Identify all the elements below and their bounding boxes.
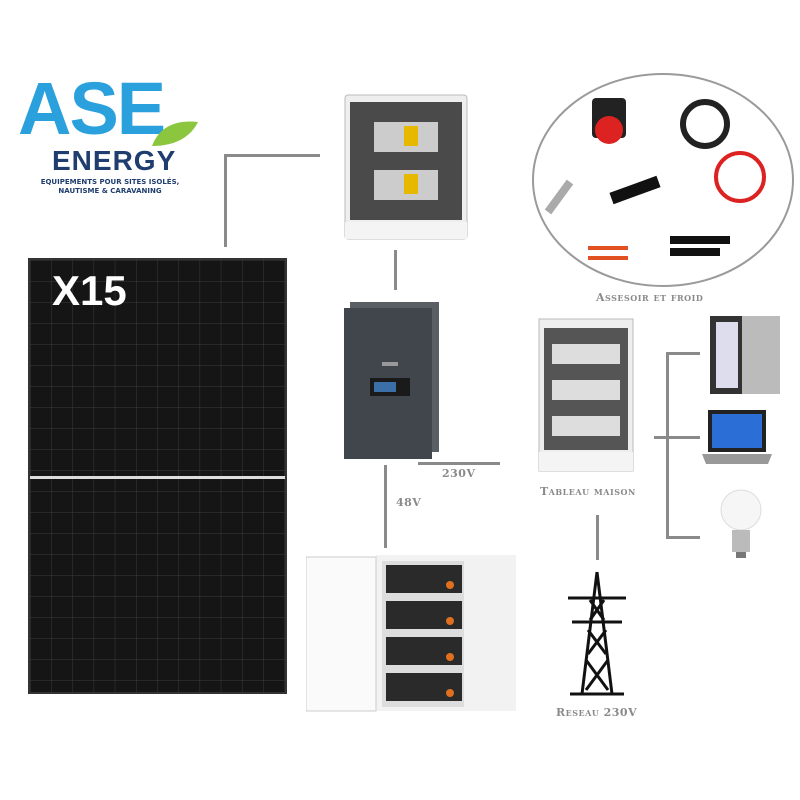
connector bbox=[596, 515, 599, 560]
accessories-circle-icon bbox=[532, 73, 794, 287]
power-pylon-icon bbox=[568, 571, 626, 696]
connector bbox=[224, 154, 320, 157]
connector bbox=[666, 352, 669, 538]
light-bulb-icon bbox=[720, 489, 762, 558]
connector bbox=[666, 536, 700, 539]
dc-voltage-label: 48V bbox=[396, 496, 422, 509]
connector bbox=[384, 465, 387, 548]
laptop-icon bbox=[702, 410, 772, 464]
logo-tagline: EQUIPEMENTS POUR SITES ISOLÉS, NAUTISME … bbox=[40, 178, 180, 195]
connector bbox=[418, 462, 500, 465]
accessories-label: Assesoir et froid bbox=[596, 291, 704, 304]
ac-voltage-label: 230V bbox=[442, 467, 476, 480]
battery-cabinet-icon bbox=[306, 555, 516, 712]
combiner-box-icon bbox=[344, 94, 468, 240]
connector bbox=[224, 155, 227, 247]
logo-brand: ASE bbox=[18, 67, 166, 150]
connector bbox=[394, 250, 397, 290]
panel-quantity: X15 bbox=[52, 267, 127, 314]
leaf-icon bbox=[152, 121, 198, 146]
grid-label: Reseau 230V bbox=[556, 706, 638, 719]
connector bbox=[654, 436, 700, 439]
inverter-icon bbox=[344, 302, 439, 459]
logo-sub: ENERGY bbox=[52, 145, 177, 176]
fridge-icon bbox=[710, 316, 780, 394]
solar-panel-icon bbox=[28, 258, 287, 694]
house-board-label: Tableau maison bbox=[540, 485, 636, 498]
distribution-board-icon bbox=[538, 318, 634, 472]
connector bbox=[666, 352, 700, 355]
